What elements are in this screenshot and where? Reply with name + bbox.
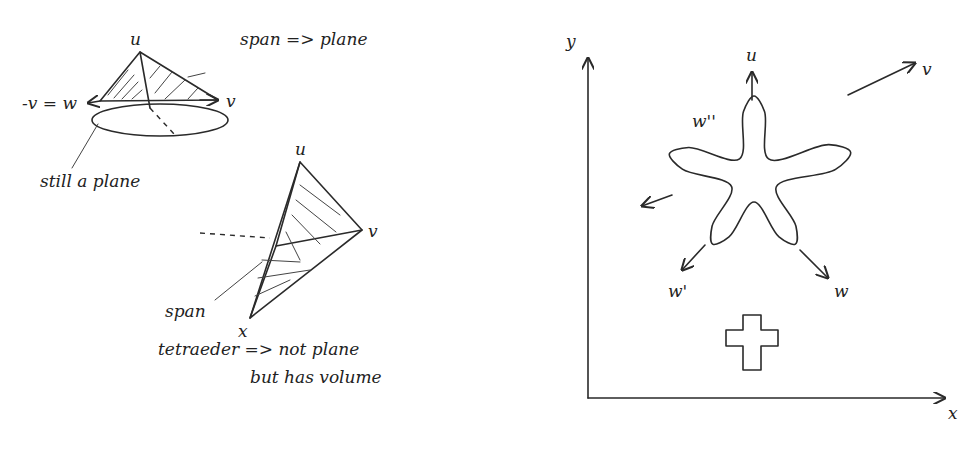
- sketch-label: x: [948, 404, 958, 423]
- sketch-label: x: [238, 322, 248, 341]
- plus-sign: [726, 315, 778, 370]
- sketch-label: w: [834, 282, 849, 301]
- sketch-label: v: [368, 222, 378, 241]
- coordinate-axes: [588, 58, 945, 398]
- star-shape: [669, 96, 850, 245]
- sketch-label: but has volume: [250, 368, 382, 387]
- sketch-label: u: [130, 30, 141, 49]
- sketch-label: tetraeder => not plane: [158, 340, 359, 359]
- sketch-label: w'': [692, 112, 716, 131]
- sketch-label: w': [668, 282, 687, 301]
- plane-sketch: [72, 52, 228, 168]
- sketch-label: v: [922, 60, 932, 79]
- vector-arrows: [642, 63, 915, 278]
- sketch-label: span: [165, 302, 206, 321]
- sketch-label: still a plane: [40, 172, 140, 191]
- sketch-label: v: [226, 92, 236, 111]
- sketch-label: u: [746, 46, 757, 65]
- sketch-label: y: [566, 32, 576, 51]
- sketch-label: -v = w: [22, 94, 77, 113]
- sketch-label: u: [295, 140, 306, 159]
- sketch-label: span => plane: [240, 30, 367, 49]
- tetrahedron-sketch: [200, 162, 362, 318]
